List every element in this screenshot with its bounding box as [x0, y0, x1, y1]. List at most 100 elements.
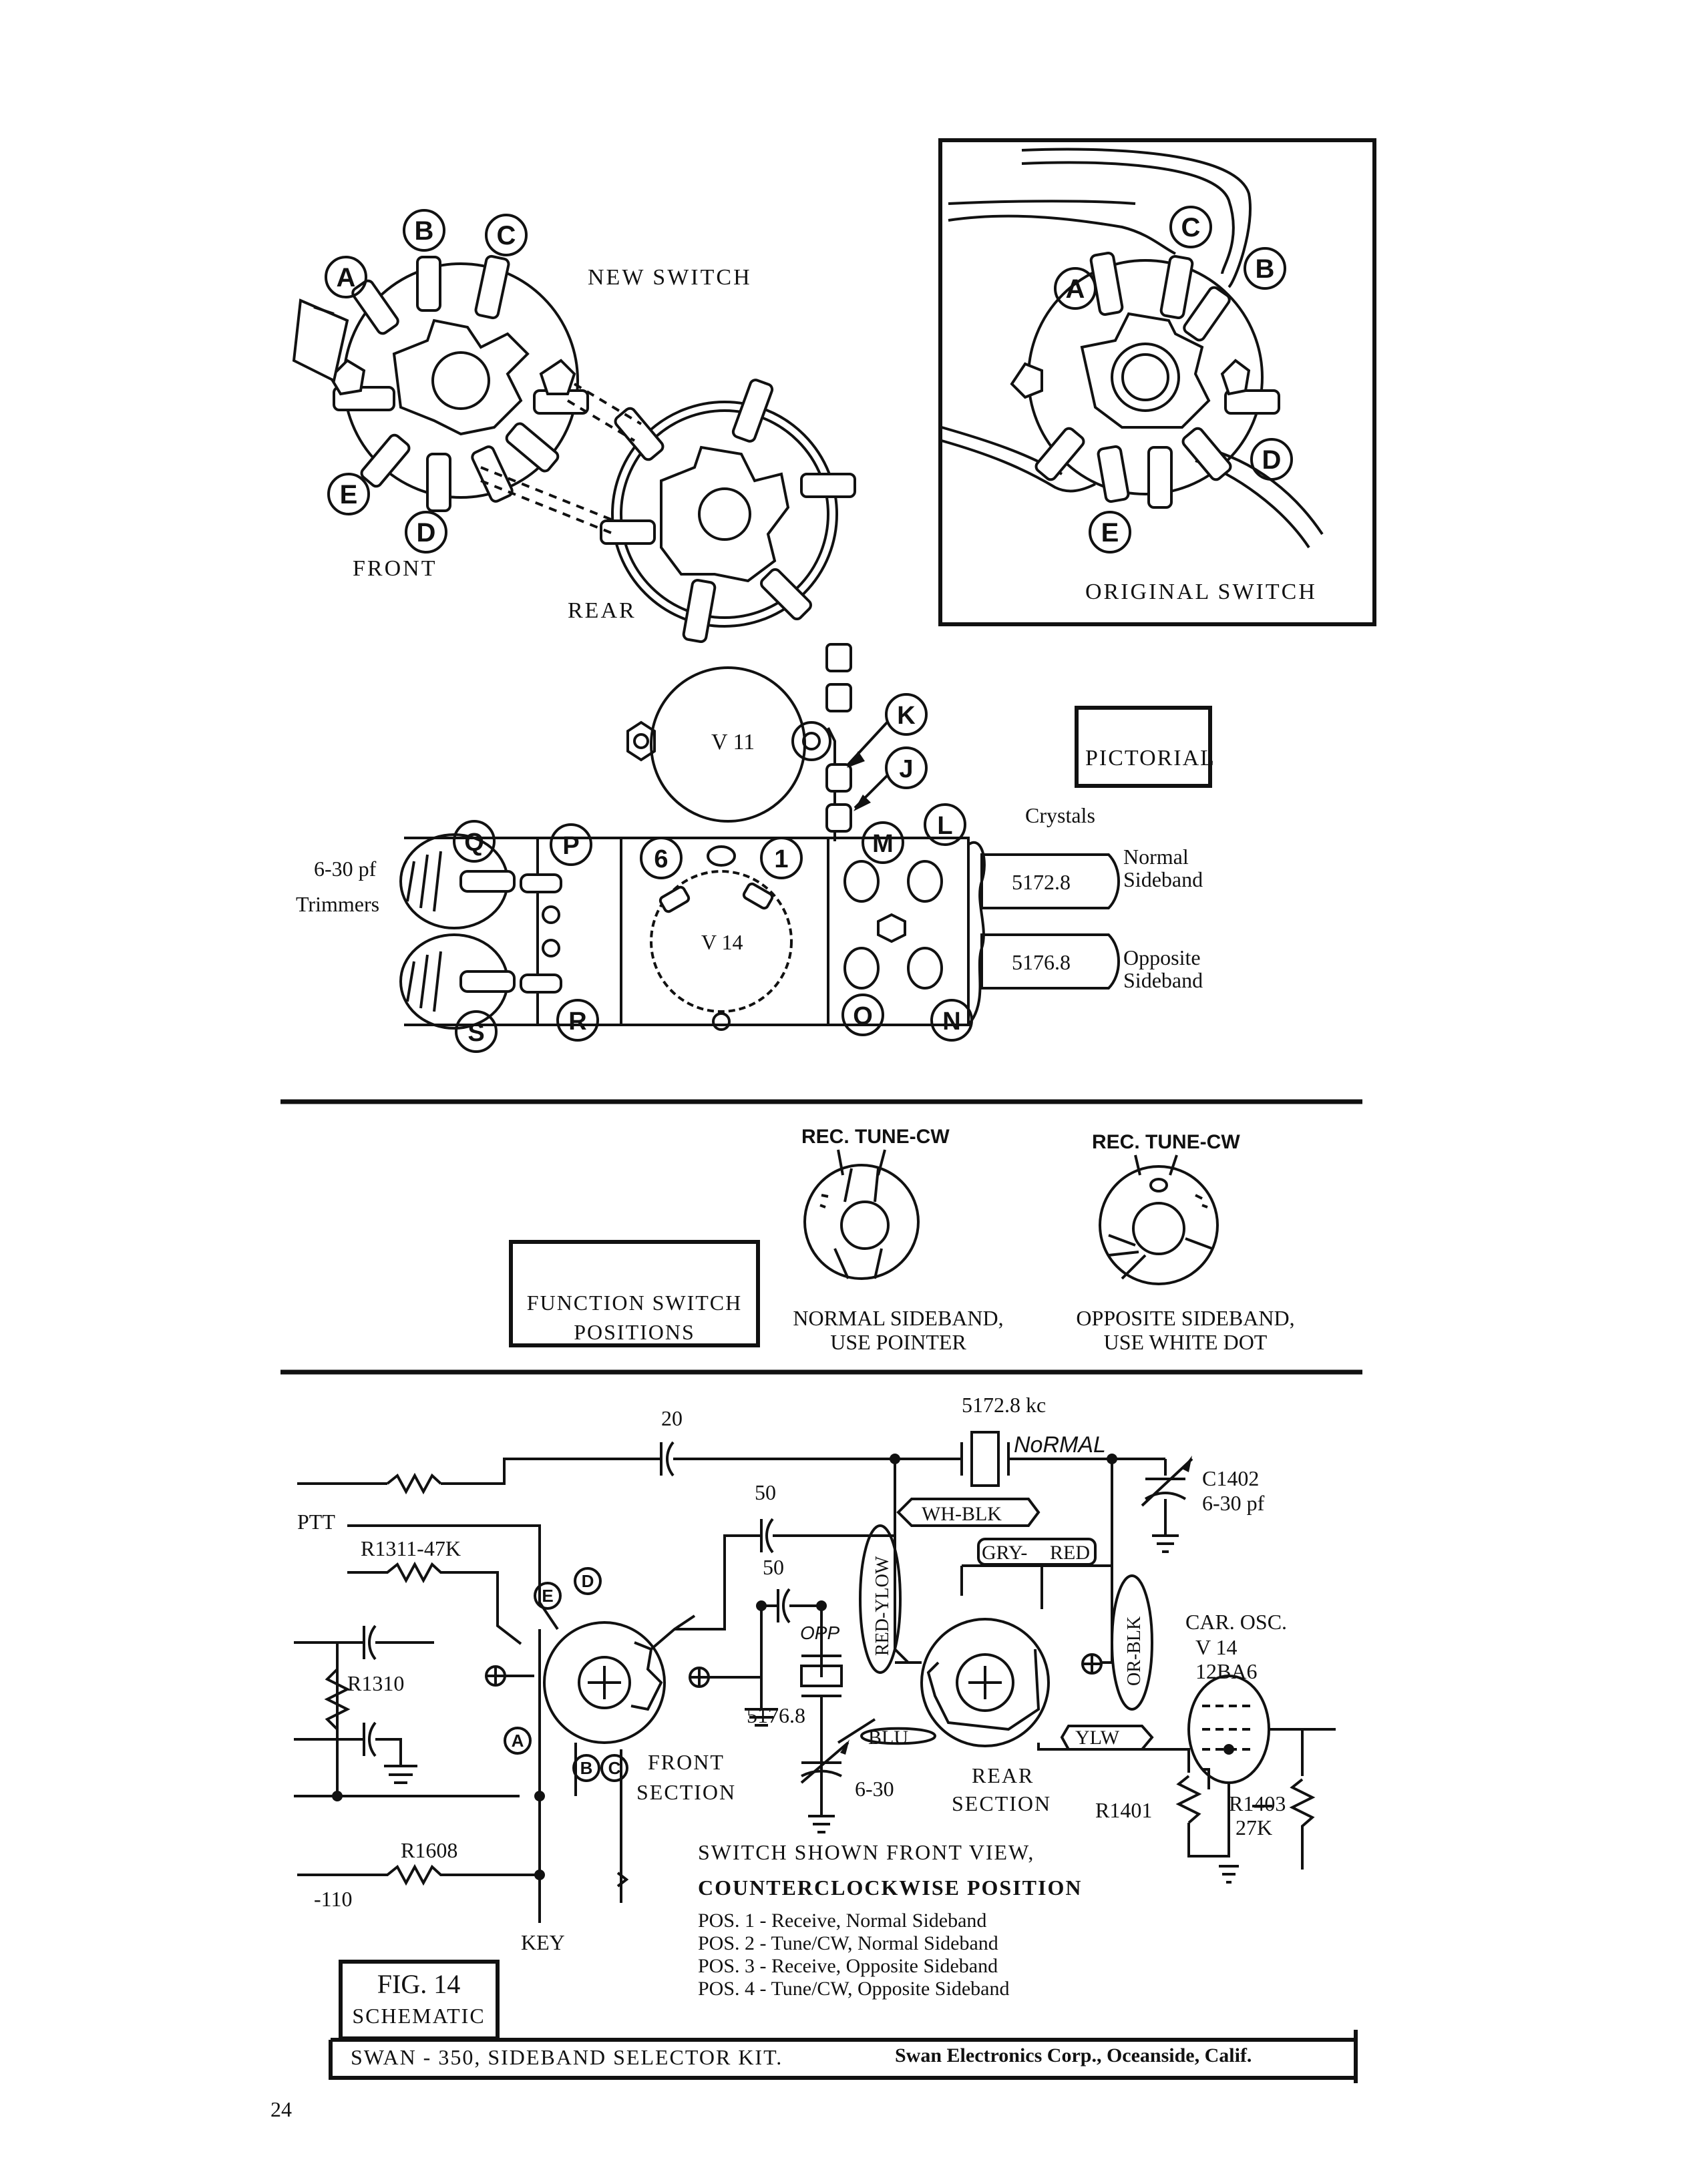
front-section-l2: SECTION [636, 1780, 736, 1804]
knob-normal-positions: REC. TUNE-CW [801, 1126, 950, 1148]
original-switch-box [938, 138, 1376, 626]
footer-kit-title: SWAN - 350, SIDEBAND SELECTOR KIT. [351, 2045, 783, 2069]
letter-k: K [897, 702, 916, 730]
sch-letter-a: A [512, 1731, 524, 1751]
opp-handwritten: OPP [800, 1622, 839, 1643]
function-switch-l1: FUNCTION SWITCH [527, 1291, 742, 1315]
blu-label: BLU [868, 1727, 908, 1749]
xtal-5176-label: 5176.8 [1012, 950, 1071, 974]
ptt-label: PTT [297, 1510, 335, 1534]
r1311-label: R1311-47K [361, 1536, 461, 1560]
opposite-sideband-l2: Sideband [1123, 968, 1203, 992]
pictorial-title-box [1075, 706, 1212, 788]
wh-blk-label: WH-BLK [922, 1503, 1002, 1525]
new-switch-front [292, 254, 589, 512]
sch-letter-b: B [580, 1758, 593, 1778]
c1402-l2: 6-30 pf [1202, 1491, 1265, 1515]
xtal-5172-label: 5172.8 [1012, 870, 1071, 894]
original-switch-label: ORIGINAL SWITCH [1085, 580, 1317, 604]
rear-section-l1: REAR [972, 1763, 1034, 1787]
orig-letter-e: E [1101, 518, 1119, 548]
page-number: 24 [270, 2097, 292, 2121]
sch-letter-e: E [542, 1586, 553, 1606]
normal-handwritten: NoRMAL [1014, 1432, 1106, 1458]
c1402-l1: C1402 [1202, 1466, 1259, 1490]
crystals-label: Crystals [1025, 803, 1095, 827]
normal-sideband-l2: Sideband [1123, 867, 1203, 891]
pictorial-title: PICTORIAL [1085, 746, 1215, 771]
c50a-label: 50 [755, 1480, 776, 1504]
orig-letter-c: C [1181, 213, 1201, 242]
pictorial-letters: K J Q P M L S R O N [453, 693, 973, 1053]
neg110-label: -110 [314, 1887, 352, 1911]
v14-sch-label: V 14 [1195, 1635, 1238, 1659]
orig-letter-a: A [1066, 274, 1085, 304]
orig-letter-b: B [1256, 254, 1275, 284]
letter-s: S [467, 1019, 484, 1047]
knob-opposite-positions: REC. TUNE-CW [1092, 1131, 1240, 1153]
v14-pictorial-label: V 14 [701, 930, 743, 954]
c20-label: 20 [661, 1406, 683, 1430]
new-switch-label: NEW SWITCH [588, 265, 752, 290]
normal-sideband-caption-l2: USE POINTER [830, 1330, 966, 1354]
letter-j: J [899, 755, 913, 783]
front-label: FRONT [353, 556, 437, 581]
pin-6-label: 6 [654, 845, 668, 873]
pin-1-label: 1 [774, 845, 788, 873]
function-switch-box [509, 1240, 760, 1347]
original-switch-letters: A B C D E [1054, 206, 1293, 554]
sch-letter-c: C [608, 1758, 621, 1778]
r1310-label: R1310 [347, 1671, 404, 1695]
opposite-sideband-caption-l1: OPPOSITE SIDEBAND, [1076, 1306, 1294, 1330]
or-blk-label: OR-BLK [1124, 1616, 1145, 1686]
r1608-label: R1608 [401, 1838, 457, 1862]
trimmers-l1: 6-30 pf [314, 857, 377, 881]
car-osc-label: CAR. OSC. [1185, 1610, 1287, 1634]
letter-m: M [872, 830, 894, 858]
switch-note-l2: COUNTERCLOCKWISE POSITION [698, 1876, 1082, 1900]
footer-company: Swan Electronics Corp., Oceanside, Calif… [895, 2044, 1252, 2066]
xtal-5172-kc-label: 5172.8 kc [962, 1393, 1046, 1417]
letter-e: E [340, 480, 358, 509]
opposite-sideband-caption-l2: USE WHITE DOT [1104, 1330, 1268, 1354]
rear-label: REAR [568, 598, 636, 623]
v11-label: V 11 [711, 730, 755, 754]
sch-letter-d: D [582, 1571, 594, 1591]
r1403-l2: 27K [1236, 1815, 1272, 1839]
r1401-label: R1401 [1095, 1798, 1152, 1822]
letter-l: L [937, 812, 952, 840]
schematic-labels: PTT R1311-47K R1310 R1608 -110 KEY 20 50… [297, 1393, 1287, 1954]
red-ylow-label: RED-YLOW [872, 1556, 893, 1656]
trimmers-l2: Trimmers [296, 892, 379, 916]
position-1: POS. 1 - Receive, Normal Sideband [698, 1910, 986, 1932]
schematic-wiring [294, 1431, 1336, 1923]
c50b-label: 50 [763, 1555, 784, 1579]
normal-sideband-caption-l1: NORMAL SIDEBAND, [793, 1306, 1003, 1330]
new-switch-rear [480, 379, 856, 644]
letter-a: A [337, 263, 356, 292]
letter-c: C [497, 221, 516, 250]
figure-caption: SCHEMATIC [352, 2004, 485, 2028]
switch-note-l1: SWITCH SHOWN FRONT VIEW, [698, 1840, 1034, 1864]
normal-sideband-l1: Normal [1123, 845, 1189, 869]
trim-6-30-label: 6-30 [855, 1777, 894, 1801]
tube-type-label: 12BA6 [1195, 1659, 1257, 1683]
footer-bar [329, 2030, 1358, 2083]
front-section-l1: FRONT [648, 1750, 725, 1774]
key-label: KEY [521, 1930, 565, 1954]
letter-r: R [568, 1008, 586, 1036]
letter-q: Q [464, 829, 484, 857]
letter-p: P [562, 832, 579, 860]
function-switch-l2: POSITIONS [574, 1320, 695, 1344]
ylw-label: YLW [1075, 1727, 1120, 1749]
figure-number: FIG. 14 [377, 1969, 460, 1999]
position-4: POS. 4 - Tune/CW, Opposite Sideband [698, 1978, 1009, 2000]
orig-letter-d: D [1262, 445, 1282, 475]
opposite-sideband-l1: Opposite [1123, 945, 1201, 969]
r1403-l1: R1403 [1229, 1791, 1286, 1815]
letter-o: O [853, 1002, 873, 1030]
position-3: POS. 3 - Receive, Opposite Sideband [698, 1955, 998, 1977]
gry-label: GRY- [982, 1542, 1027, 1564]
xtal-5176-label-sch: 5176.8 [747, 1703, 805, 1727]
